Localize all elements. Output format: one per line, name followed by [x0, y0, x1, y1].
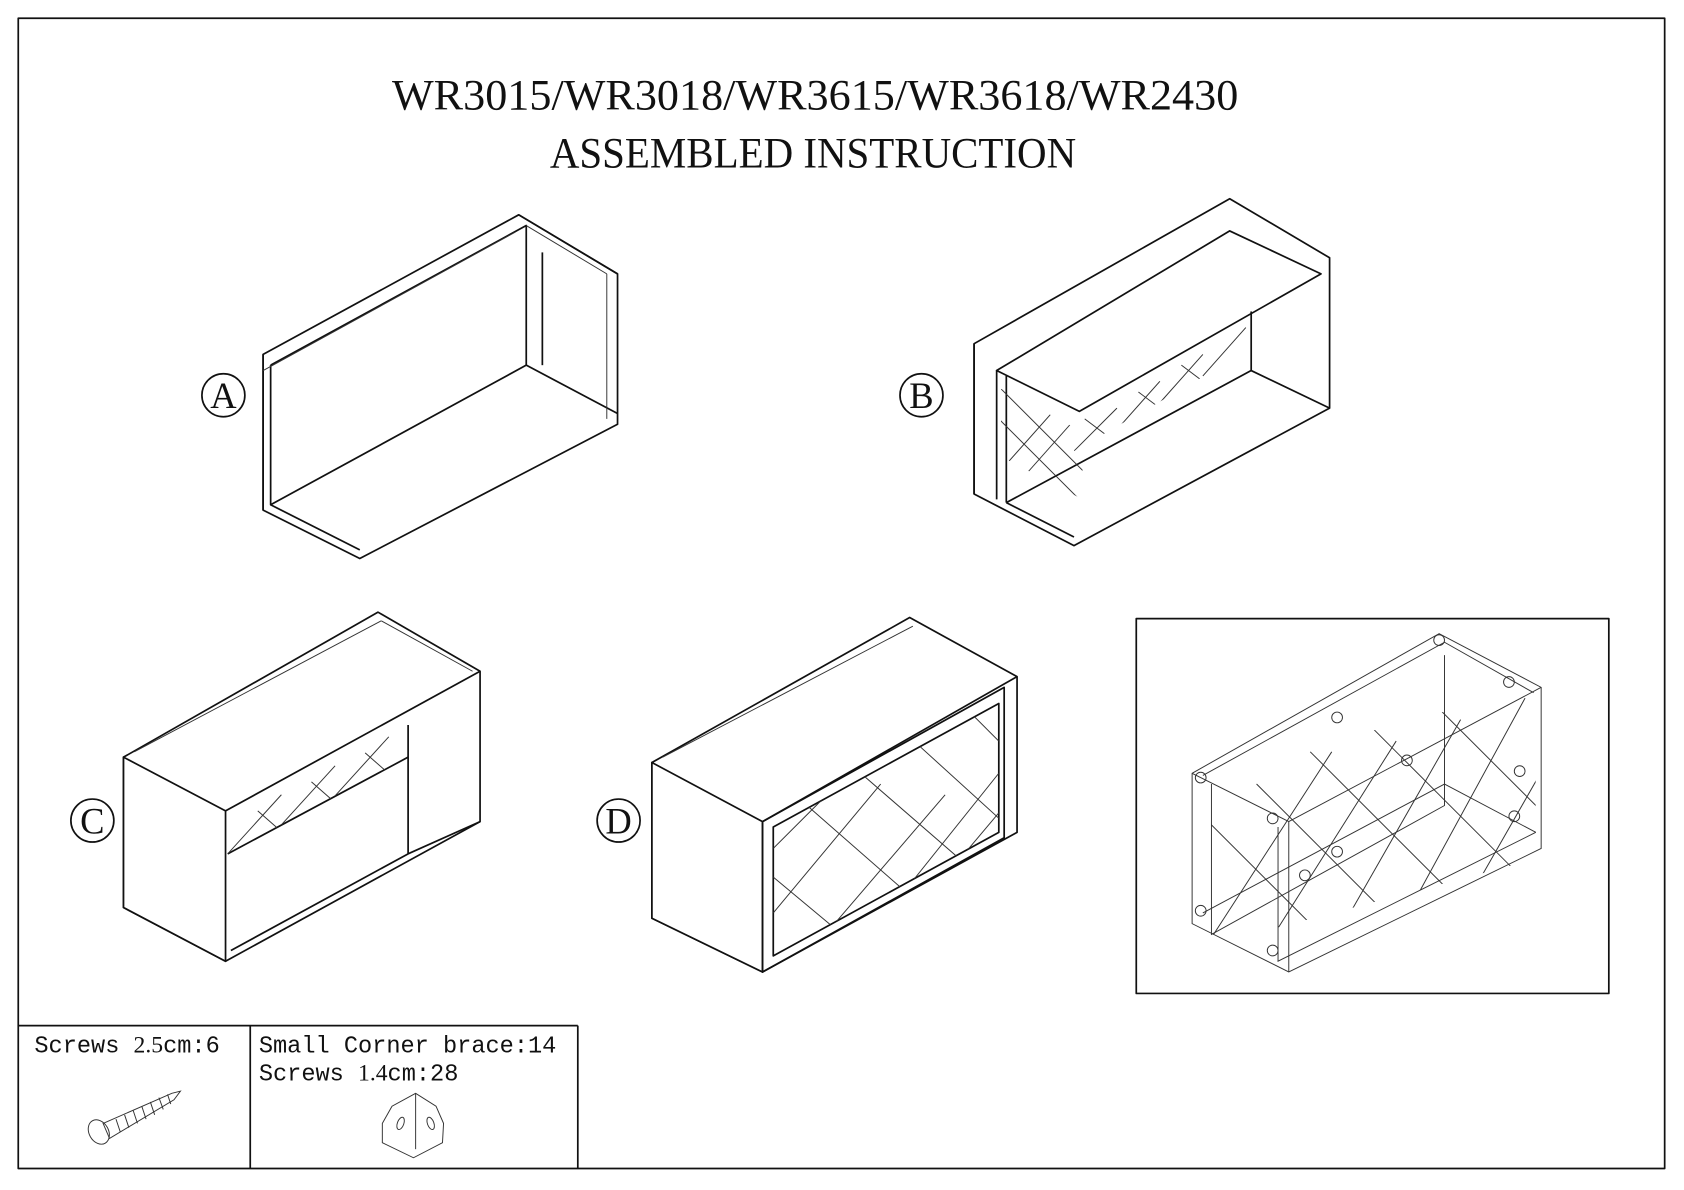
screw-unit: cm:6	[163, 1034, 220, 1061]
svg-text:Screws 2.5cm:6: Screws 2.5cm:6	[34, 1033, 219, 1061]
wireframe-detail-view	[1135, 617, 1610, 995]
screw-size: 2.5	[134, 1033, 164, 1059]
step-a-marker	[201, 372, 246, 418]
corner-brace-icon	[381, 1092, 445, 1159]
hardware-screws-large: Screws 2.5cm:6	[34, 1033, 220, 1145]
step-d-label: D	[605, 800, 631, 841]
corner-brace-label: Small Corner brace:14	[259, 1034, 557, 1061]
hardware-table	[18, 1024, 579, 1169]
step-c-illustration	[122, 611, 481, 963]
step-d-illustration	[651, 616, 1018, 973]
hardware-corner-brace: Small Corner brace:14 Screws 1.4cm:28	[259, 1034, 557, 1159]
svg-text:Screws 1.4cm:28: Screws 1.4cm:28	[259, 1060, 459, 1088]
small-screw-unit: cm:28	[388, 1061, 459, 1088]
step-a-illustration	[262, 213, 619, 560]
step-b-illustration	[973, 197, 1331, 547]
screw-name: Screws	[34, 1034, 119, 1061]
screw-icon	[87, 1090, 182, 1145]
page-border	[17, 17, 1666, 1170]
assembled-instruction-title: ASSEMBLED INSTRUCTION	[550, 131, 1076, 178]
step-b-label: B	[909, 375, 933, 416]
small-screw-size: 1.4	[358, 1060, 388, 1086]
step-b-marker	[899, 372, 944, 418]
model-numbers-title: WR3015/WR3018/WR3615/WR3618/WR2430	[392, 73, 1238, 120]
step-c-label: C	[80, 800, 104, 841]
step-a-label: A	[210, 375, 237, 416]
small-screw-name: Screws	[259, 1061, 344, 1088]
step-d-marker	[596, 798, 641, 843]
step-c-marker	[70, 798, 115, 843]
